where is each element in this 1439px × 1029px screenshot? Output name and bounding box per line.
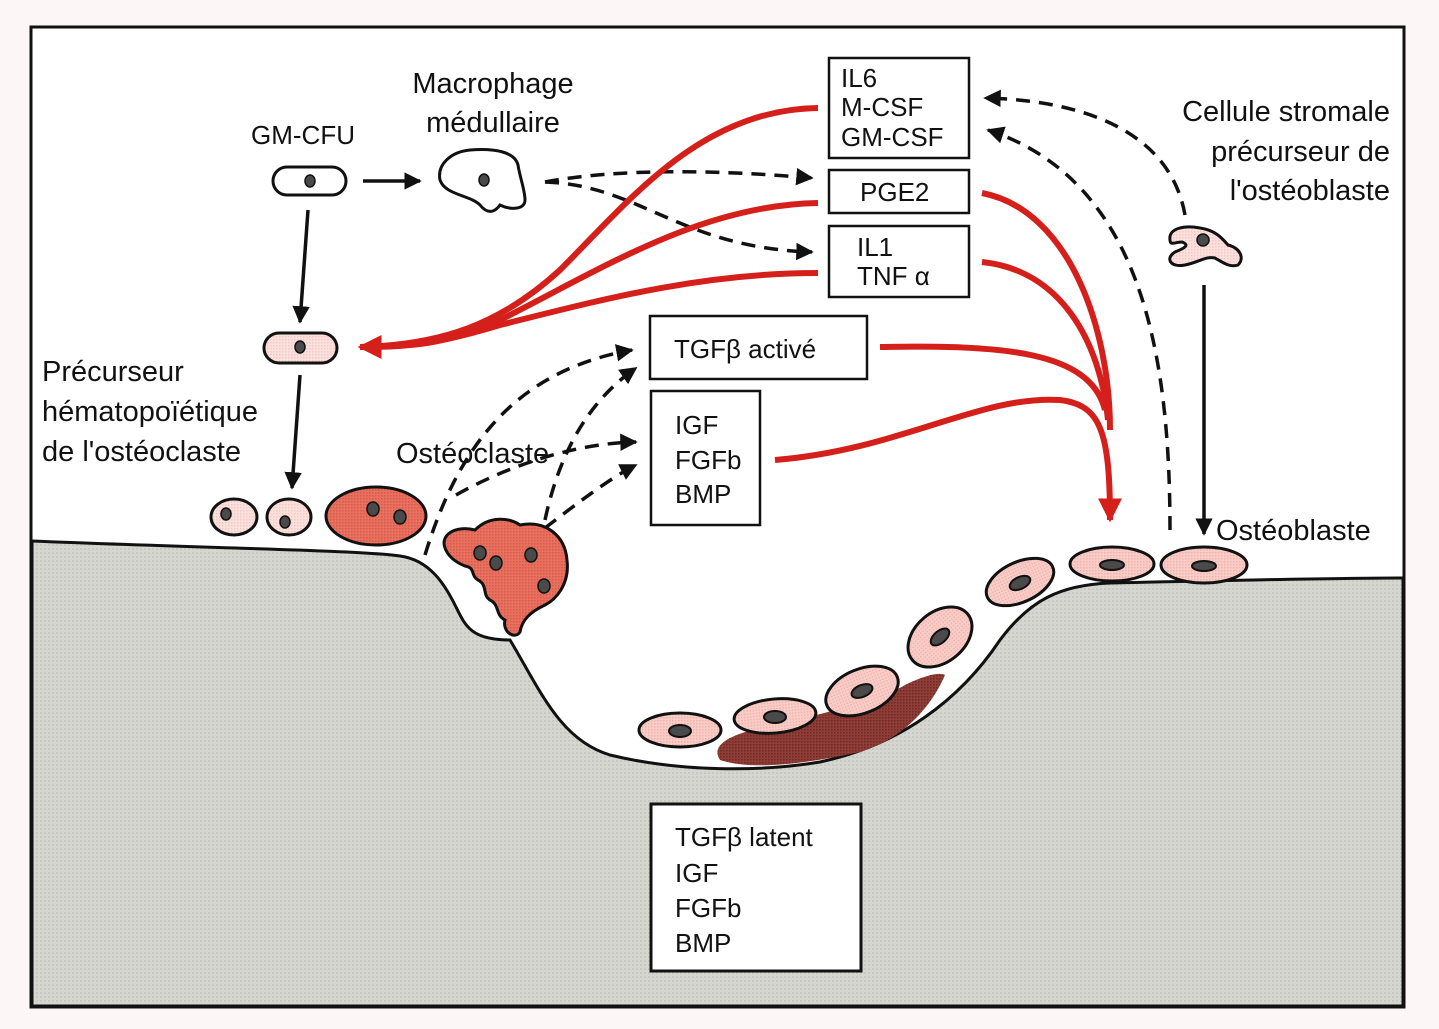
pge2-box: PGE2	[827, 168, 971, 215]
factor-igf-latent: IGF	[675, 858, 718, 888]
label-precursor-line1: Précurseur	[42, 356, 184, 388]
dashed-arrow-osteoclast-to-gf-1	[455, 433, 638, 497]
label-stromal-line1: Cellule stromale	[1182, 96, 1390, 128]
label-stromal-line3: l'ostéoblaste	[1230, 175, 1390, 207]
red-arrow-pge2-to-osteoblast	[981, 190, 1113, 431]
factor-pge2: PGE2	[860, 177, 929, 207]
dashed-arrow-osteoclast-to-gf-2	[543, 463, 638, 530]
osteoblast-cell-2	[732, 697, 818, 735]
dashed-arrow-macrophage-to-il1	[544, 180, 814, 261]
gm-cfu-cell	[271, 165, 348, 197]
stromal-cell	[1168, 225, 1243, 268]
label-osteoclast: Ostéoclaste	[396, 438, 549, 470]
dashed-arrow-stromal-to-cytokines	[983, 89, 1187, 216]
factor-m-csf: M-CSF	[841, 92, 923, 122]
macrophage-cell	[438, 148, 527, 213]
red-arrow-il1-to-precursor	[357, 270, 819, 359]
label-gm-cfu: GM-CFU	[251, 120, 355, 150]
osteoblast-cell-6	[1068, 545, 1156, 583]
osteoblast-cell-1	[637, 711, 723, 749]
osteoblast-cell-5	[984, 556, 1056, 608]
fusing-osteoclast-cell	[324, 485, 428, 547]
dashed-arrow-osteoclast-to-tgf-1	[423, 344, 634, 556]
dashed-arrow-macrophage-to-pge2	[544, 167, 814, 186]
il1-tnf-box: IL1 TNF α	[827, 224, 971, 299]
factor-fgfb: FGFb	[675, 445, 741, 475]
label-macrophage-line2: médullaire	[426, 107, 560, 139]
hematopoietic-precursor-cell	[262, 331, 339, 365]
factor-bmp: BMP	[675, 479, 731, 509]
label-osteoblast: Ostéoblaste	[1216, 515, 1371, 547]
arrow-gmcfu-to-precursor	[292, 209, 310, 324]
label-macrophage-line1: Macrophage	[412, 68, 573, 100]
precursor-cell-2	[265, 497, 313, 537]
factor-gm-csf: GM-CSF	[841, 122, 944, 152]
osteoblast-cell-4	[906, 605, 974, 669]
osteoclast-cell	[442, 517, 569, 637]
factor-fgfb-latent: FGFb	[675, 893, 741, 923]
factor-tgf-beta-latent: TGFβ latent	[675, 822, 814, 852]
osteoblast-cell-7	[1159, 545, 1249, 585]
bone-tissue	[30, 539, 1405, 1008]
precursor-cell-1	[209, 497, 259, 537]
red-arrow-cytokines-to-precursor	[359, 105, 819, 350]
factor-bmp-latent: BMP	[675, 928, 731, 958]
osteoblast-cell-3	[824, 664, 900, 718]
cytokines-box: IL6 M-CSF GM-CSF	[827, 56, 971, 160]
arrow-precursor-to-mononuclear	[284, 374, 302, 490]
factor-tgf-beta-active: TGFβ activé	[674, 334, 816, 364]
factor-igf: IGF	[675, 410, 718, 440]
tgf-active-box: TGFβ activé	[648, 314, 869, 381]
label-stromal-line2: précurseur de	[1211, 136, 1390, 168]
matrix-factors-box: TGFβ latent IGF FGFb BMP	[649, 802, 863, 973]
red-arrow-tgf-to-osteoblast	[879, 343, 1108, 411]
dashed-arrow-osteoclast-to-tgf-2	[543, 366, 638, 521]
dashed-arrow-osteoblast-to-cytokines	[986, 126, 1172, 531]
factor-il1: IL1	[857, 232, 893, 262]
label-precursor-line3: de l'ostéoclaste	[42, 436, 241, 468]
label-precursor-line2: hématopoïétique	[42, 396, 258, 428]
factor-il6: IL6	[841, 63, 877, 93]
factor-tnf-alpha: TNF α	[857, 261, 930, 291]
red-arrow-gf-to-osteoblast	[774, 396, 1122, 523]
red-arrow-il1-to-osteoblast	[981, 259, 1111, 421]
growth-factors-box: IGF FGFb BMP	[649, 389, 762, 527]
